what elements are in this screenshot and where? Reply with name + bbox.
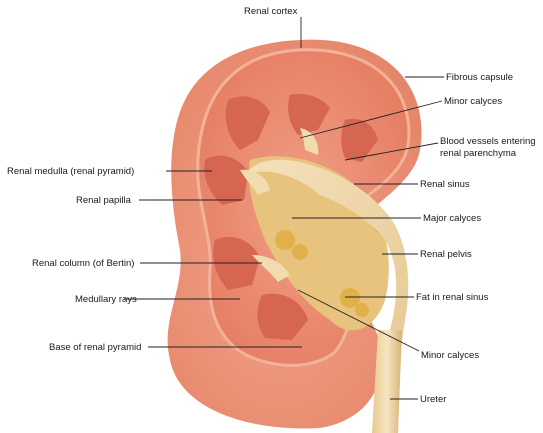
- fat-lobule: [355, 303, 369, 317]
- label-renal-medulla: Renal medulla (renal pyramid): [7, 166, 134, 177]
- label-minor-calyces-bottom: Minor calyces: [421, 350, 479, 361]
- label-minor-calyces-top: Minor calyces: [444, 96, 502, 107]
- fat-lobule: [275, 230, 295, 250]
- label-ureter: Ureter: [420, 394, 446, 405]
- label-renal-column: Renal column (of Bertin): [32, 258, 134, 269]
- label-renal-pelvis: Renal pelvis: [420, 249, 472, 260]
- label-blood-vessels-line2: renal parenchyma: [440, 148, 516, 159]
- label-blood-vessels-line1: Blood vessels entering: [440, 136, 536, 147]
- label-fat-in-renal-sinus: Fat in renal sinus: [416, 292, 488, 303]
- fat-lobule: [292, 244, 308, 260]
- fat-lobule: [340, 288, 360, 308]
- label-major-calyces: Major calyces: [423, 213, 481, 224]
- label-base-of-renal-pyramid: Base of renal pyramid: [49, 342, 141, 353]
- label-renal-sinus: Renal sinus: [420, 179, 470, 190]
- label-fibrous-capsule: Fibrous capsule: [446, 72, 513, 83]
- label-renal-papilla: Renal papilla: [76, 195, 131, 206]
- label-renal-cortex: Renal cortex: [244, 6, 297, 17]
- label-medullary-rays: Medullary rays: [75, 294, 137, 305]
